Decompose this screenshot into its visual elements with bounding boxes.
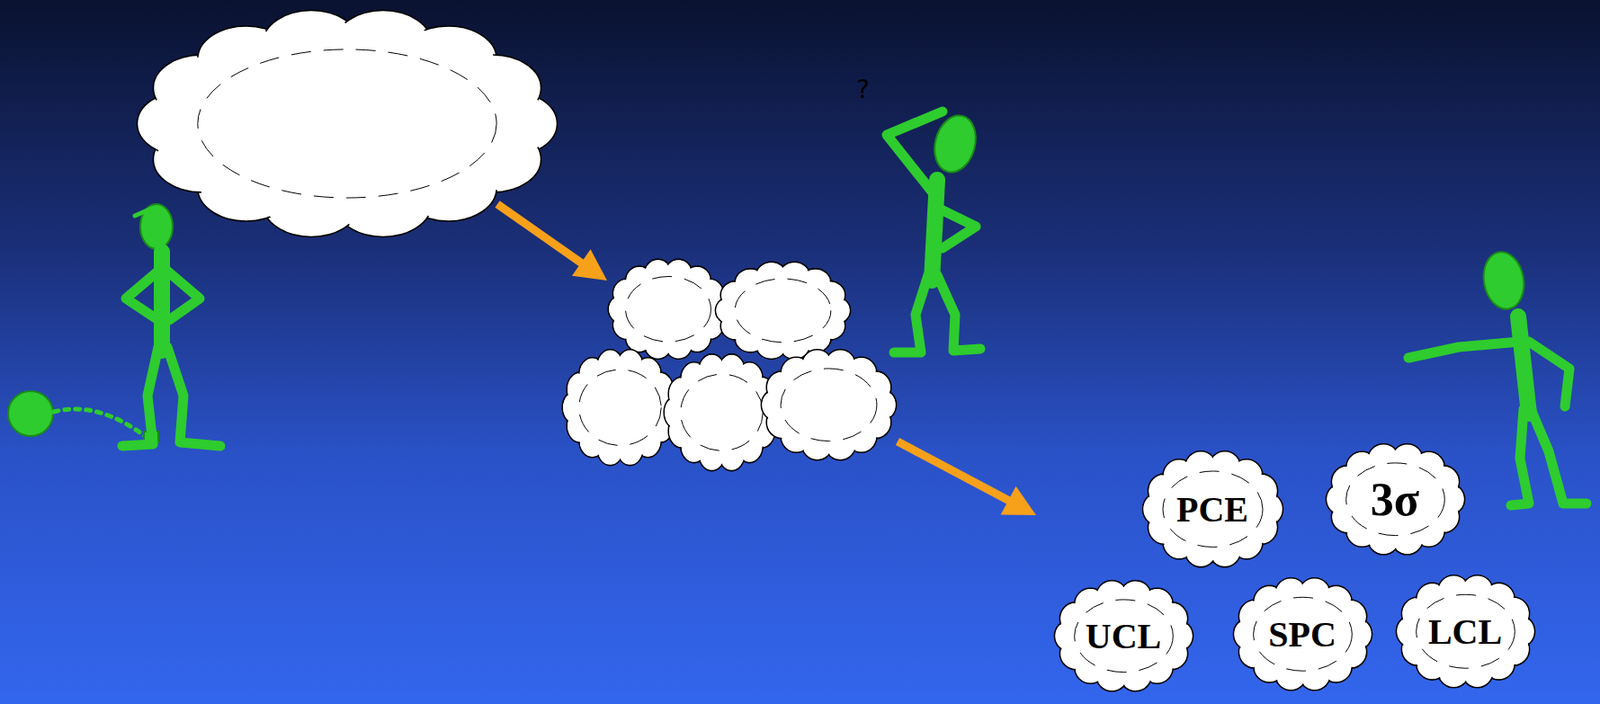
- cloud-label: 3σ: [1370, 476, 1420, 524]
- cloud-node: SPC: [1232, 575, 1374, 695]
- stick-figure-chained: [8, 204, 221, 447]
- question-mark: ?: [856, 77, 870, 103]
- small-cloud: [663, 354, 780, 472]
- cloud-node: PCE: [1141, 448, 1285, 572]
- stick-figure-puzzled: [886, 110, 983, 353]
- cloud-label: LCL: [1428, 614, 1502, 651]
- small-cloud: [607, 259, 728, 359]
- cloud-label: UCL: [1085, 618, 1162, 655]
- big-cloud: [136, 10, 557, 238]
- cloud-label: SPC: [1268, 616, 1337, 653]
- cloud-node: 3σ: [1324, 441, 1466, 559]
- orange-arrow: [897, 441, 1037, 516]
- small-cloud: [760, 349, 896, 461]
- orange-arrow: [497, 204, 608, 281]
- cloud-node: UCL: [1053, 578, 1195, 696]
- cloud-node: LCL: [1394, 572, 1537, 692]
- small-cloud: [562, 349, 679, 466]
- cloud-label: PCE: [1176, 491, 1249, 528]
- small-cloud: [715, 261, 850, 359]
